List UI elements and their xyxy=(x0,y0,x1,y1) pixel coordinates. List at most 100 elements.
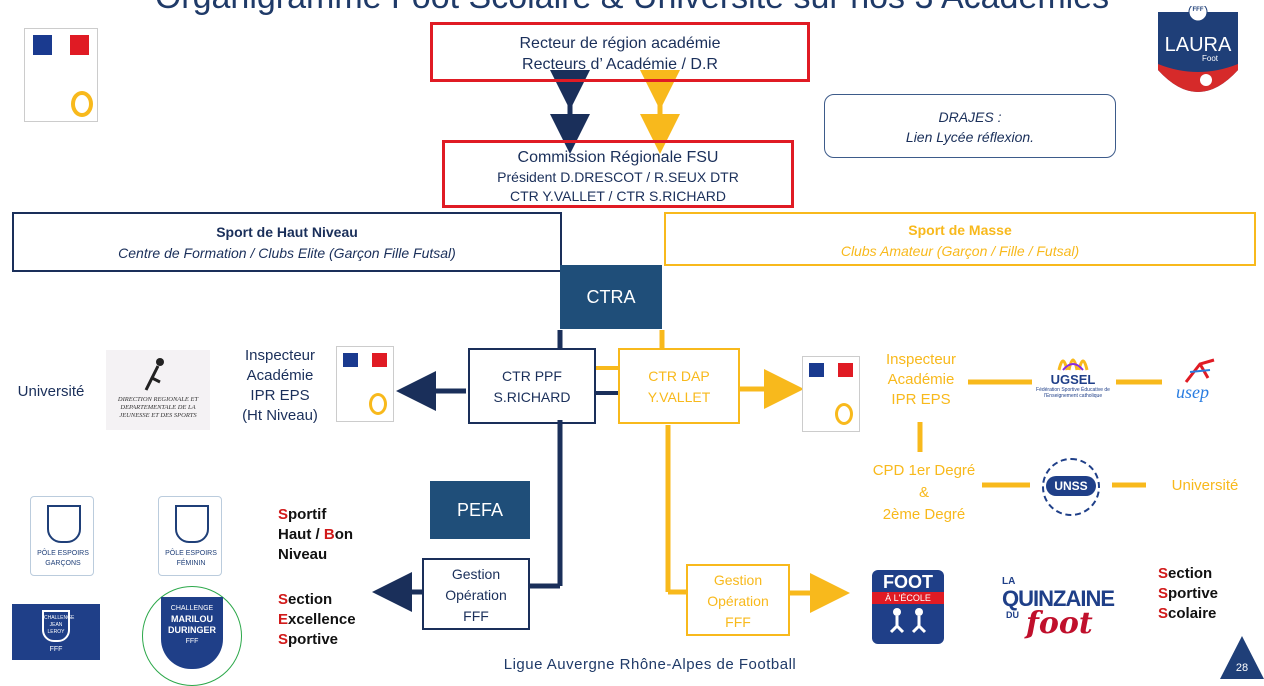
sec-spo-l2a: S xyxy=(1158,585,1169,602)
sportif-l2c: on xyxy=(334,526,354,543)
education-e-icon xyxy=(369,393,387,415)
rectorat-line1: Recteur de région académie xyxy=(519,35,721,52)
ctr-ppf-line1: CTR PPF xyxy=(502,368,562,384)
republique-logo-left xyxy=(336,346,394,422)
gestion-right-line1: Gestion xyxy=(713,572,763,588)
sec-exc-l1b: ection xyxy=(288,591,333,608)
inspecteur-right-l1: Inspecteur xyxy=(885,351,957,368)
sportif-l1b: portif xyxy=(288,506,327,523)
inspecteur-left-l3: IPR EPS xyxy=(250,387,310,404)
sec-spo-l1a: S xyxy=(1158,565,1169,582)
sportif-l3: Niveau xyxy=(278,546,328,563)
cpd-l3: 2ème Degré xyxy=(882,506,966,523)
gestion-right-line3: FFF xyxy=(725,614,751,630)
universite-left: Université xyxy=(17,383,85,400)
laura-foot-text: Foot xyxy=(1202,54,1219,63)
sec-spo-l3b: colaire xyxy=(1168,605,1217,622)
sec-exc-l3b: portive xyxy=(288,631,339,648)
drajes-line1: DRAJES : xyxy=(938,109,1002,125)
usep-figure-icon xyxy=(1184,358,1215,383)
haut-niveau-title: Sport de Haut Niveau xyxy=(216,224,358,240)
usep-text: usep xyxy=(1176,382,1209,402)
gestion-right-line2: Opération xyxy=(707,593,769,609)
challenge-marilou-logo: CHALLENGE MARILOU DURINGER FFF xyxy=(142,586,242,686)
section-excellence-list: Section Excellence Sportive xyxy=(278,590,356,650)
inspecteur-right: Inspecteur Académie IPR EPS xyxy=(866,350,976,410)
laura-foot-logo: LAURA Foot FFF xyxy=(1150,2,1246,110)
gestion-left-line2: Opération xyxy=(445,587,507,603)
sec-exc-l1a: S xyxy=(278,591,289,608)
marilou-l3: DURINGER xyxy=(167,625,216,635)
quinzaine-l2: QUINZAINE xyxy=(1002,586,1115,611)
laura-shield-icon xyxy=(47,505,81,543)
republique-logo-right xyxy=(802,356,860,432)
ctr-dap-line2: Y.VALLET xyxy=(647,389,711,405)
cpd-l2: & xyxy=(918,484,929,501)
sec-exc-l2a: E xyxy=(278,611,289,628)
inspecteur-left-l4: (Ht Niveau) xyxy=(242,407,318,424)
pole-garcons-l2: GARÇONS xyxy=(45,560,81,567)
rectorat-box: Recteur de région académie Recteurs d’ A… xyxy=(430,22,810,82)
masse-title: Sport de Masse xyxy=(908,222,1012,238)
marilou-l2: MARILOU xyxy=(171,614,213,624)
drjs-logo: DIRECTION REGIONALE ET DEPARTEMENTALE DE… xyxy=(106,350,210,430)
inspecteur-left-l1: Inspecteur xyxy=(244,347,316,364)
drajes-line2: Lien Lycée réflexion. xyxy=(905,129,1035,145)
laura-shield-icon xyxy=(175,505,209,543)
drajes-box: DRAJES : Lien Lycée réflexion. xyxy=(824,94,1116,158)
laura-fff-text: FFF xyxy=(1192,7,1204,13)
republique-education-logo xyxy=(24,28,98,122)
cjl-l2: JEAN LEROY xyxy=(47,622,65,635)
page-title: Organigramme Foot Scolaire & Université … xyxy=(0,0,1264,17)
runner-icon xyxy=(144,358,164,391)
foot-ecole-l1: FOOT xyxy=(883,572,933,592)
pole-feminin-l2: FÉMININ xyxy=(176,560,206,567)
quinzaine-l4: foot xyxy=(1026,606,1093,641)
universite-right: Université xyxy=(1171,477,1239,494)
ctr-dap-line1: CTR DAP xyxy=(648,368,710,384)
sportif-l2a: Haut / xyxy=(278,526,324,543)
education-e-icon xyxy=(835,403,853,425)
quinzaine-l1: LA xyxy=(1002,576,1016,587)
sec-spo-l2b: portive xyxy=(1168,585,1219,602)
ugsel-people-icon xyxy=(1057,358,1089,371)
inspecteur-right-l2: Académie xyxy=(887,371,955,388)
foot-a-l-ecole-logo: FOOT À L'ÉCOLE xyxy=(872,570,944,644)
section-sportive-list: Section Sportive Scolaire xyxy=(1158,564,1218,624)
page-number: 28 xyxy=(1235,662,1249,674)
gestion-right-box: Gestion Opération FFF xyxy=(686,564,790,636)
pole-espoirs-garcons-logo: PÔLE ESPOIRS GARÇONS xyxy=(30,496,94,576)
ctra-box: CTRA xyxy=(560,265,662,329)
cpd-l1: CPD 1er Degré xyxy=(872,462,976,479)
masse-subtitle: Clubs Amateur (Garçon / Fille / Futsal) xyxy=(840,243,1080,259)
sec-spo-l3a: S xyxy=(1158,605,1169,622)
ugsel-name: UGSEL xyxy=(1050,372,1096,387)
quinzaine-l3: DU xyxy=(1006,610,1019,620)
inspecteur-left: Inspecteur Académie IPR EPS (Ht Niveau) xyxy=(232,346,328,426)
haut-niveau-subtitle: Centre de Formation / Clubs Elite (Garço… xyxy=(118,245,456,261)
kids-icon xyxy=(889,608,927,634)
ctr-dap-box: CTR DAP Y.VALLET xyxy=(618,348,740,424)
masse-box: Sport de Masse Clubs Amateur (Garçon / F… xyxy=(664,212,1256,266)
sec-exc-l3a: S xyxy=(278,631,289,648)
usep-logo: usep xyxy=(1164,358,1236,410)
ugsel-sub: Fédération Sportive Éducative de l'Ensei… xyxy=(1036,387,1110,399)
cjl-l1: CHALLENGE xyxy=(44,615,75,621)
cpd-text: CPD 1er Degré & 2ème Degré xyxy=(862,460,986,526)
pole-feminin-l1: PÔLE ESPOIRS xyxy=(165,550,217,557)
pefa-box: PEFA xyxy=(430,481,530,539)
commission-box: Commission Régionale FSU Président D.DRE… xyxy=(442,140,794,208)
pole-garcons-l1: PÔLE ESPOIRS xyxy=(37,550,89,557)
haut-niveau-box: Sport de Haut Niveau Centre de Formation… xyxy=(12,212,562,272)
inspecteur-left-l2: Académie xyxy=(246,367,314,384)
commission-line3: CTR Y.VALLET / CTR S.RICHARD xyxy=(509,188,726,204)
ugsel-logo: UGSEL Fédération Sportive Éducative de l… xyxy=(1030,350,1116,414)
sportif-list: Sportif Haut / Bon Niveau xyxy=(278,505,353,565)
commission-line2: Président D.DRESCOT / R.SEUX DTR xyxy=(497,169,739,185)
ctr-ppf-box: CTR PPF S.RICHARD xyxy=(468,348,596,424)
laura-text: LAURA xyxy=(1164,34,1232,56)
commission-line1: Commission Régionale FSU xyxy=(517,149,719,166)
education-e-icon xyxy=(71,91,93,117)
page-number-badge: 28 xyxy=(1220,636,1264,679)
